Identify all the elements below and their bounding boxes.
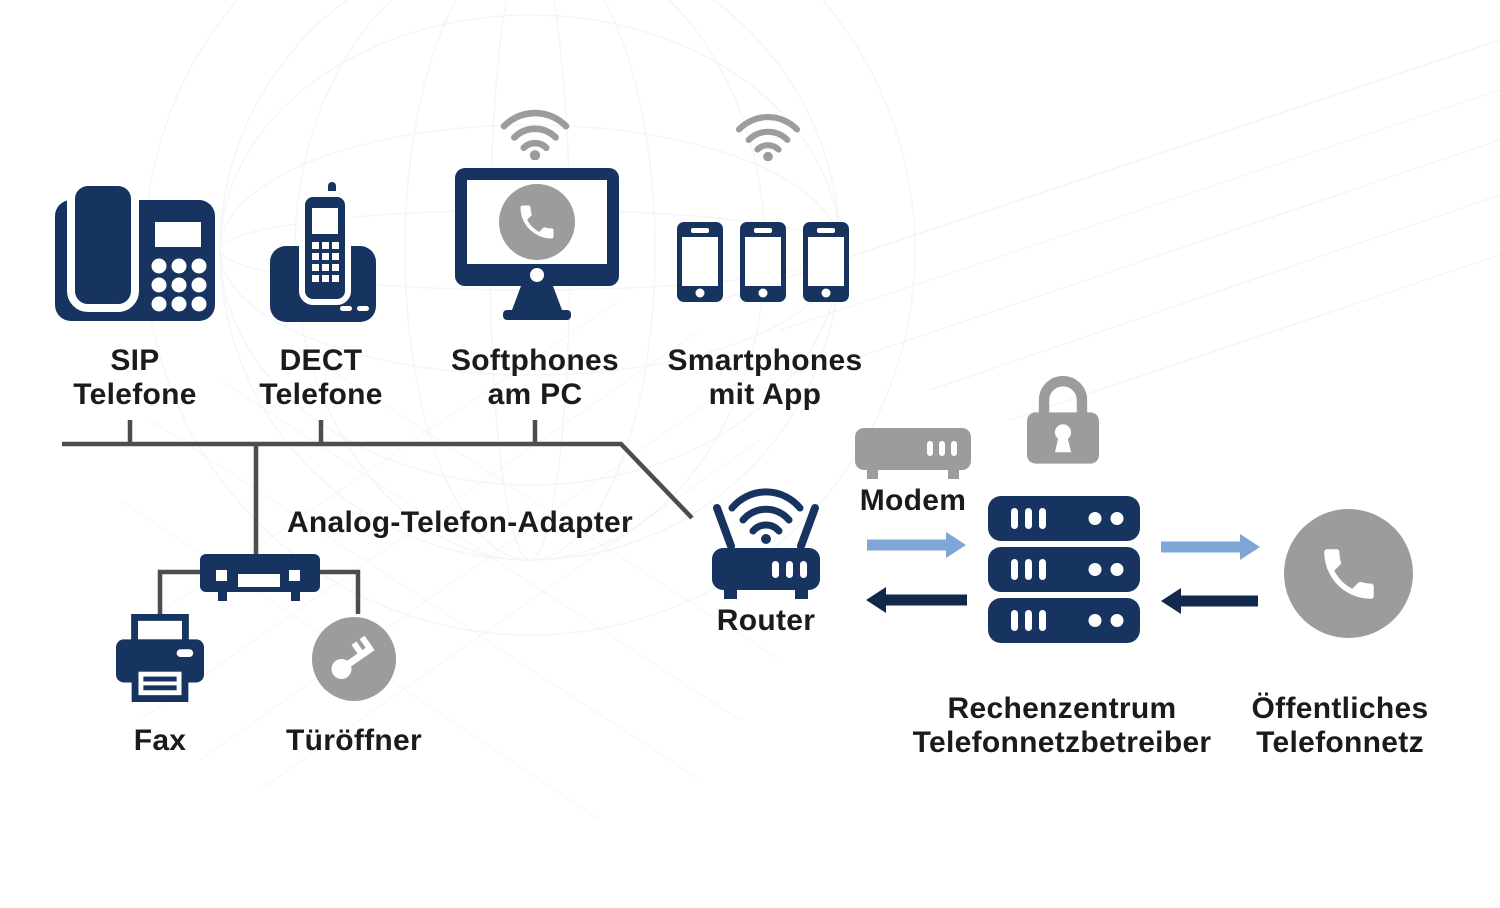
smartphone-icon xyxy=(677,222,723,302)
dect-label-line2: Telefone xyxy=(259,378,383,411)
pstn-label-line2: Telefonnetz xyxy=(1256,726,1424,759)
router-label: Router xyxy=(716,604,816,637)
smartphones-label-line2: mit App xyxy=(708,378,822,411)
desk-phone-icon xyxy=(55,178,215,321)
padlock-icon xyxy=(1027,376,1099,464)
wifi-icon xyxy=(735,114,801,161)
monitor-with-call-icon xyxy=(455,168,619,320)
sip-label-line2: Telefone xyxy=(73,378,197,411)
cordless-phone-icon xyxy=(270,182,376,322)
key-icon xyxy=(331,635,375,679)
modem-icon xyxy=(855,428,971,479)
smartphone-icon xyxy=(740,222,786,302)
wifi-router-icon xyxy=(712,488,820,599)
softphones-label: Softphones am PC xyxy=(415,344,655,412)
smartphones-label-line1: Smartphones xyxy=(667,344,863,377)
datacenter-label: Rechenzentrum Telefonnetzbetreiber xyxy=(862,692,1262,760)
fax-printer-icon xyxy=(116,614,204,702)
server-stack-icon xyxy=(988,496,1140,643)
dect-telefone-label: DECT Telefone xyxy=(221,344,421,412)
key-in-circle-icon xyxy=(312,617,396,701)
dect-label-line1: DECT xyxy=(279,344,363,377)
modem-label: Modem xyxy=(859,484,967,517)
server-unit-icon xyxy=(988,547,1140,592)
smartphones-label: Smartphones mit App xyxy=(645,344,885,412)
sip-telefone-label: SIP Telefone xyxy=(35,344,235,412)
phone-handset-icon xyxy=(1323,548,1374,599)
analog-telefon-adapter-label: Analog-Telefon-Adapter xyxy=(286,506,634,539)
sip-label-line1: SIP xyxy=(110,344,160,377)
datacenter-label-line2: Telefonnetzbetreiber xyxy=(912,726,1212,759)
server-unit-icon xyxy=(988,598,1140,643)
softphones-label-line1: Softphones xyxy=(451,344,619,377)
server-unit-icon xyxy=(988,496,1140,541)
door-opener-label: Türöffner xyxy=(285,724,422,757)
smartphone-icon-group xyxy=(677,222,849,302)
ata-box-icon xyxy=(200,554,320,601)
pstn-label-line1: Öffentliches xyxy=(1251,692,1429,725)
softphones-label-line2: am PC xyxy=(487,378,583,411)
datacenter-label-line1: Rechenzentrum xyxy=(947,692,1177,725)
phone-handset-in-circle-icon xyxy=(1284,509,1413,638)
wifi-icon xyxy=(500,109,570,160)
pstn-label: Öffentliches Telefonnetz xyxy=(1190,692,1490,760)
fax-label: Fax xyxy=(133,724,187,757)
smartphone-icon xyxy=(803,222,849,302)
